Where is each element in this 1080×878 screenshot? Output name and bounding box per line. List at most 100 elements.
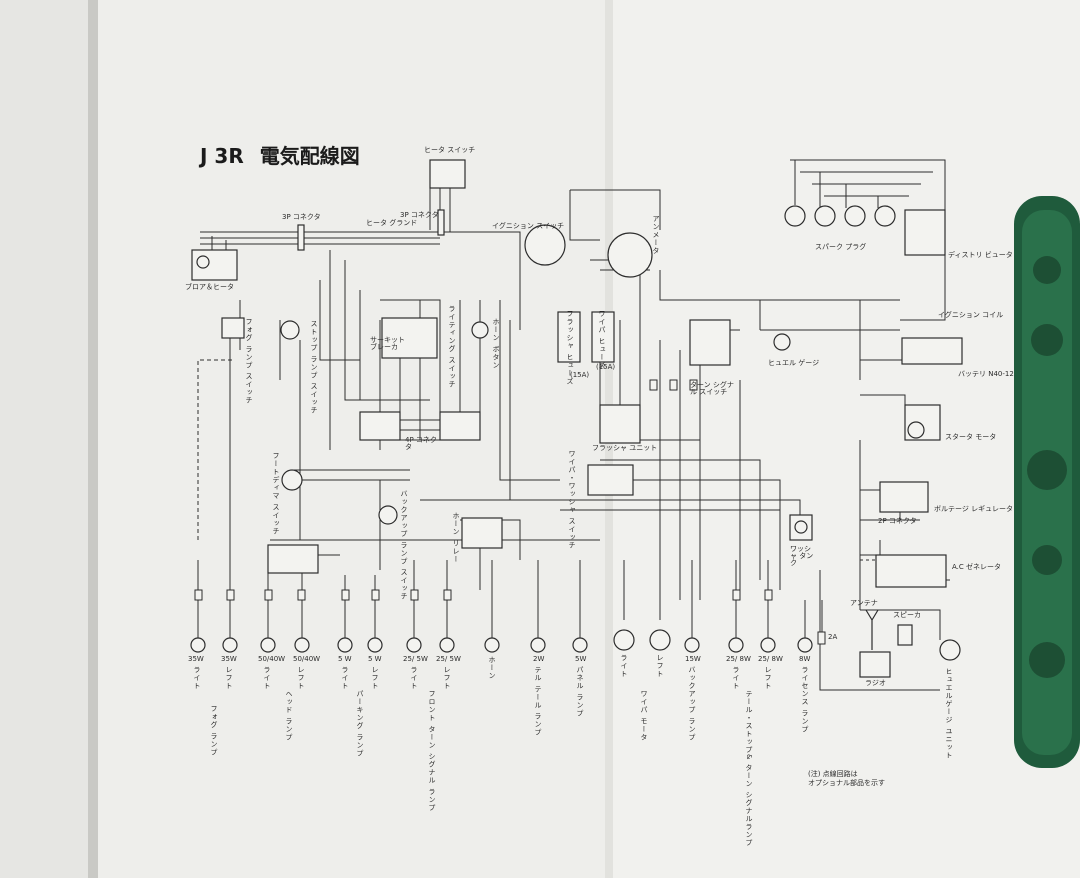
connector-2p-label: 2P コネクタ xyxy=(878,517,917,525)
flasher-unit-label: フラッシャ ユニット xyxy=(592,444,658,452)
distributor-label: ディストリ ビュータ xyxy=(948,251,1013,259)
lamp-watt-14: 25/ 8W xyxy=(726,655,751,663)
group-wiper-motor: ワイパ モータ xyxy=(640,690,648,742)
lamp-side-6: ライト xyxy=(410,666,418,690)
connector-3p-left-label: 3P コネクタ xyxy=(282,213,321,221)
left-page-edge xyxy=(0,0,95,878)
lamp-watt-6: 25/ 5W xyxy=(403,655,428,663)
model-name: J 3R xyxy=(200,144,244,168)
battery-symbol xyxy=(901,337,963,365)
speaker-label: スピーカ xyxy=(893,611,921,619)
lamp-watt-7: 25/ 5W xyxy=(436,655,461,663)
lamp-watt-15: 25/ 8W xyxy=(758,655,783,663)
ignition-switch-label: イグニション スイッチ xyxy=(492,222,565,230)
lamp-watt-9: 2W xyxy=(533,655,545,663)
radio-label: ラジオ xyxy=(865,679,886,687)
inline-fuses xyxy=(194,379,826,645)
lamp-watt-5: 5 W xyxy=(368,655,382,663)
voltage-regulator-box xyxy=(879,481,929,513)
heater-ground-label: ヒータ グランド xyxy=(366,219,418,227)
lamp-side-1: レフト xyxy=(225,666,233,690)
book-gutter xyxy=(88,0,98,878)
heater-switch-label: ヒータ スイッチ xyxy=(424,146,476,154)
ammeter-label: アンメータ xyxy=(652,215,660,255)
backing-lamp-switch-label: バックアップ ランプ スイッチ xyxy=(400,490,408,601)
components xyxy=(191,159,963,678)
lamp-watt-2: 50/40W xyxy=(258,655,286,663)
fuse-2a-label: 2A xyxy=(828,633,838,641)
lamp-side-11: ライト xyxy=(620,654,628,678)
lamp-side-4: ライト xyxy=(341,666,349,690)
fog-lamp-switch-label: フォグ ランプ スイッチ xyxy=(245,318,253,405)
lighting-switch-label: ライティング スイッチ xyxy=(448,305,456,389)
blower-heater-label: ブロア＆ヒータ xyxy=(185,283,234,291)
lamp-side-2: ライト xyxy=(263,666,271,690)
wiper-fuse-rating: (15A) xyxy=(596,363,616,371)
group-head-lamp: ヘッド ランプ xyxy=(285,690,293,742)
lamp-side-5: レフト xyxy=(371,666,379,690)
lamp-side-13: バックアップ ランプ xyxy=(688,666,696,742)
ammeter-symbol xyxy=(607,232,653,278)
washer-tank-label: ワッシャ タンク xyxy=(790,545,814,567)
group-fog-lamp: フォグ ランプ xyxy=(210,705,218,757)
lamp-side-15: レフト xyxy=(764,666,772,690)
ignition-coil-label: イグニション コイル xyxy=(938,311,1004,319)
lamp-side-14: ライト xyxy=(732,666,740,690)
distributor-box xyxy=(904,209,946,256)
stop-lamp-switch-label: ストップ ランプ スイッチ xyxy=(310,320,318,415)
heater-switch-box xyxy=(429,159,466,189)
lamp-side-7: レフト xyxy=(443,666,451,690)
starter-motor-label: スタータ モータ xyxy=(945,433,997,441)
lamp-watt-3: 50/40W xyxy=(293,655,321,663)
spark-plug-label: スパーク プラグ xyxy=(815,243,867,251)
fuel-gauge-unit-symbol xyxy=(939,639,961,661)
fog-switch-box xyxy=(221,317,245,339)
turn-signal-switch-box xyxy=(689,319,731,366)
flasher-fuse-box xyxy=(557,311,581,363)
lamp-symbols xyxy=(190,629,813,653)
horn-button-label: ホーン ボタン xyxy=(492,318,500,370)
foot-dimmer-switch-label: フートディマ スイッチ xyxy=(272,452,280,536)
wiper-fuse-box xyxy=(591,311,615,363)
horn-relay-box xyxy=(461,517,503,549)
lamp-side-8: ホーン xyxy=(488,656,496,680)
diagram-title: J 3R 電気配線図 xyxy=(200,140,360,169)
flasher-unit-box xyxy=(599,404,641,444)
footnote-line-2: オプショナル部品を示す xyxy=(808,779,885,788)
ignition-switch-symbol xyxy=(524,224,566,266)
group-fuel-gauge-unit: ヒュエルゲージ ユニット xyxy=(945,668,953,760)
flasher-fuse-label: フラッシャ ヒューズ xyxy=(566,310,574,386)
battery-label: バッテリ N40-12 xyxy=(958,370,1014,378)
antenna-label: アンテナ xyxy=(850,599,878,607)
footnote: (注) 点線回路は オプショナル部品を示す xyxy=(808,770,885,788)
lamp-watt-16: 8W xyxy=(799,655,811,663)
lamp-side-16: ライセンス ランプ xyxy=(801,666,809,734)
lamp-watt-10: 5W xyxy=(575,655,587,663)
right-page xyxy=(608,0,1080,878)
ac-generator-label: A.C ゼネレータ xyxy=(952,563,1002,571)
lamp-watt-13: 15W xyxy=(685,655,701,663)
flasher-fuse-rating: (15A) xyxy=(570,371,590,379)
lamp-watt-4: 5 W xyxy=(338,655,352,663)
left-page xyxy=(98,0,618,878)
ac-generator-box xyxy=(875,554,947,588)
green-paperweight xyxy=(1014,196,1080,768)
group-front-turn-signal-lamp: フロント ターン シグナル ランプ xyxy=(428,690,436,812)
footnote-line-1: (注) 点線回路は xyxy=(808,770,858,778)
horn-relay-label: ホーン リレー xyxy=(452,512,460,564)
lamp-side-12: レフト xyxy=(656,654,664,678)
circuit-breaker-label: サーキット ブレーカ xyxy=(370,336,405,351)
connector-3p-mid-label: 3P コネクタ xyxy=(400,211,439,219)
radio-box xyxy=(859,651,891,678)
voltage-regulator-label: ボルテージ レギュレータ xyxy=(934,505,1013,513)
diagram-caption: 電気配線図 xyxy=(259,144,360,168)
lamp-watt-1: 35W xyxy=(221,655,237,663)
wiper-fuse-label: ワイパ ヒューズ xyxy=(598,310,606,370)
wiper-washer-switch-box xyxy=(587,464,634,496)
wiper-washer-switch-label: ワイパ・ワッシャ スイッチ xyxy=(568,450,576,550)
group-parking-lamp: パーキング ランプ xyxy=(356,690,364,758)
lamp-side-10: パネル ランプ xyxy=(576,666,584,718)
